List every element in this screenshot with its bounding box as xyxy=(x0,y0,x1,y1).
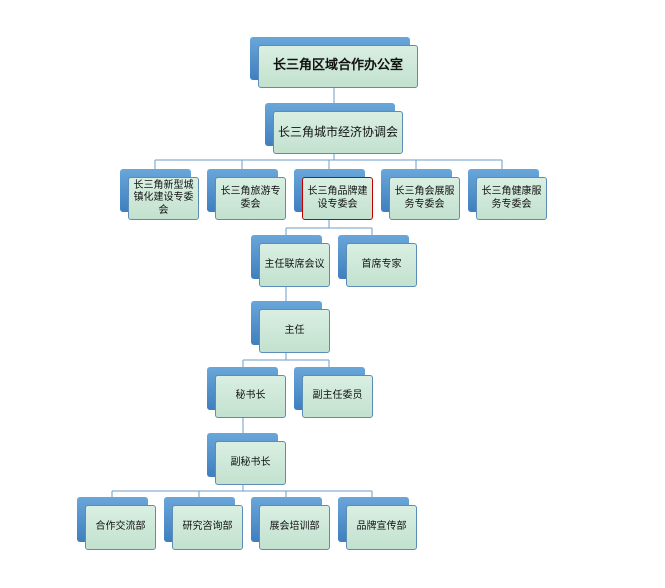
node-brand-promotion-dept: 品牌宣传部 xyxy=(338,497,417,550)
node-regional-office: 长三角区域合作办公室 xyxy=(250,37,418,88)
node-expo-committee: 长三角会展服务专委会 xyxy=(381,169,460,220)
node-label: 副主任委员 xyxy=(312,390,363,402)
node-label: 长三角旅游专委会 xyxy=(220,186,281,210)
node-urbanization-committee: 长三角新型城镇化建设专委会 xyxy=(120,169,199,220)
node-city-economic-council: 长三角城市经济协调会 xyxy=(265,103,403,154)
node-label: 长三角健康服务专委会 xyxy=(481,186,542,210)
node-label: 副秘书长 xyxy=(230,456,271,468)
node-label: 长三角区域合作办公室 xyxy=(272,58,403,74)
node-label: 首席专家 xyxy=(361,258,402,270)
node-deputy-secretary-general: 副秘书长 xyxy=(207,433,286,485)
node-brand-committee: 长三角品牌建设专委会 xyxy=(294,169,373,220)
node-health-committee: 长三角健康服务专委会 xyxy=(468,169,547,220)
node-secretary-general: 秘书长 xyxy=(207,367,286,418)
node-chief-expert: 首席专家 xyxy=(338,235,417,287)
node-label: 主任联席会议 xyxy=(264,258,325,270)
node-research-dept: 研究咨询部 xyxy=(164,497,243,550)
node-label: 研究咨询部 xyxy=(182,521,233,533)
node-label: 长三角新型城镇化建设专委会 xyxy=(133,179,194,216)
node-label: 秘书长 xyxy=(235,390,266,402)
node-label: 展会培训部 xyxy=(269,521,320,533)
node-tourism-committee: 长三角旅游专委会 xyxy=(207,169,286,220)
node-label: 长三角品牌建设专委会 xyxy=(307,186,368,210)
node-label: 长三角城市经济协调会 xyxy=(278,125,399,139)
node-label: 主任 xyxy=(284,324,305,336)
node-label: 合作交流部 xyxy=(95,521,146,533)
node-director: 主任 xyxy=(251,301,330,353)
node-expo-training-dept: 展会培训部 xyxy=(251,497,330,550)
node-deputy-director: 副主任委员 xyxy=(294,367,373,418)
node-cooperation-dept: 合作交流部 xyxy=(77,497,156,550)
node-label: 长三角会展服务专委会 xyxy=(394,186,455,210)
node-label: 品牌宣传部 xyxy=(356,521,407,533)
node-joint-meeting: 主任联席会议 xyxy=(251,235,330,287)
